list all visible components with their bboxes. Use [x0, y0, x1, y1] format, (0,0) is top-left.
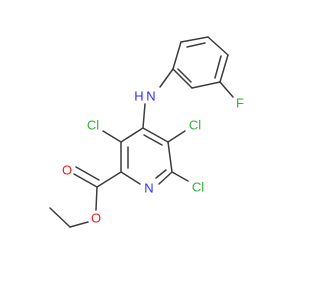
bond — [186, 42, 206, 48]
bond — [172, 68, 193, 89]
bond — [219, 81, 234, 98]
bond — [155, 169, 167, 179]
chlorine-label-3: Cl — [87, 118, 99, 133]
chlorine-label-5: Cl — [189, 118, 201, 133]
bond — [120, 127, 144, 143]
amine-nitrogen-label: N — [146, 89, 155, 104]
ester-oxygen-label: O — [91, 211, 101, 226]
bond — [102, 130, 122, 143]
bond — [73, 173, 98, 188]
bond — [96, 171, 122, 188]
chlorine-label-6: Cl — [192, 180, 204, 195]
bond — [219, 54, 229, 83]
bond — [49, 207, 71, 228]
bond-layer — [49, 36, 234, 228]
bond — [207, 36, 229, 56]
pyridine-nitrogen-label: N — [144, 181, 153, 196]
bond — [142, 127, 169, 143]
carbonyl-oxygen-label: O — [62, 163, 72, 178]
bond — [172, 41, 182, 70]
bond — [143, 134, 163, 146]
bond — [191, 81, 221, 89]
bond — [180, 36, 209, 43]
molecule-structure: Cl Cl Cl F N H N O O — [49, 36, 244, 228]
bond — [120, 171, 141, 185]
bond — [167, 130, 186, 143]
bond — [75, 166, 100, 181]
bond — [69, 221, 89, 228]
bond — [171, 171, 189, 182]
bond — [167, 141, 173, 173]
fluorine-label: F — [236, 96, 244, 111]
bond — [159, 68, 174, 88]
bond — [177, 68, 192, 83]
bond — [142, 103, 146, 129]
atom-layer: Cl Cl Cl F N H N O O — [62, 89, 244, 226]
bond — [158, 171, 173, 185]
amine-hydrogen-label: H — [134, 89, 143, 104]
bond — [214, 55, 222, 79]
bond — [95, 186, 98, 211]
